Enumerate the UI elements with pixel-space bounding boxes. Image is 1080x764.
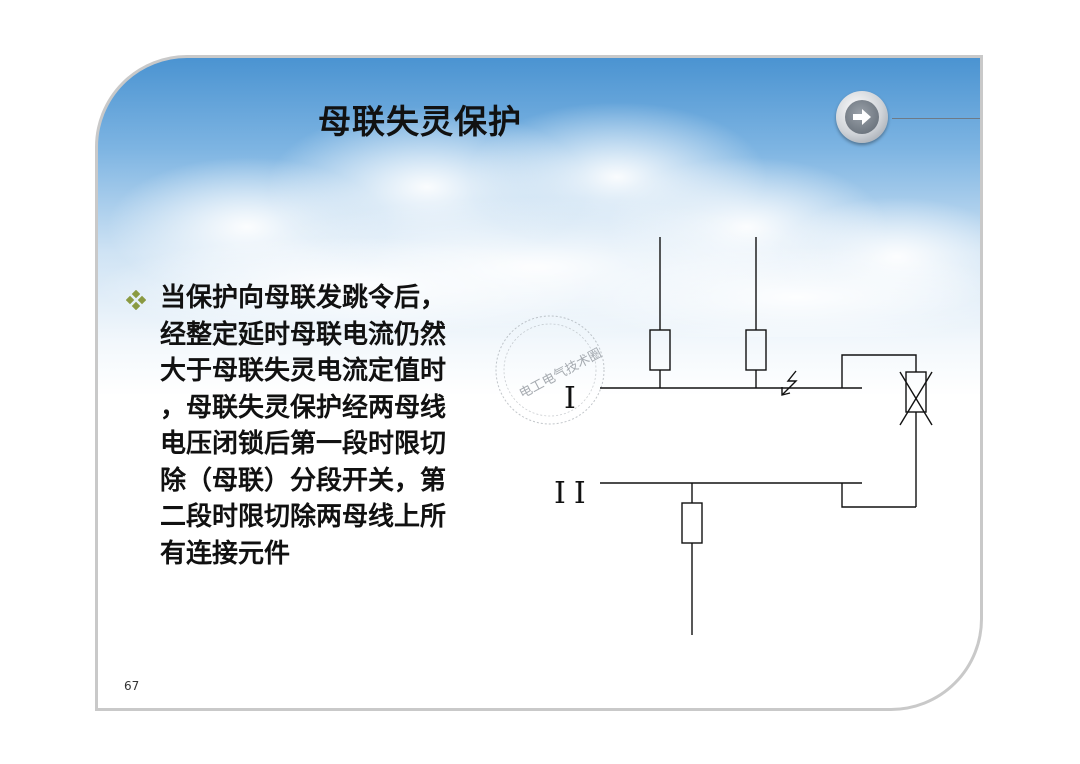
bus-ii-label: II xyxy=(554,476,594,511)
feeder-breaker-3 xyxy=(681,502,703,544)
bus-i-label: I xyxy=(564,381,576,416)
feeder-breaker-1 xyxy=(649,329,671,371)
bullet-paragraph: 当保护向母联发跳令后， 经整定延时母联电流仍然 大于母联失灵电流定值时 ，母联失… xyxy=(126,280,516,572)
page-number: 67 xyxy=(124,679,140,693)
watermark-stamp: 电工电气技术圈 xyxy=(495,315,605,425)
bullet-text: 当保护向母联发跳令后， 经整定延时母联电流仍然 大于母联失灵电流定值时 ，母联失… xyxy=(160,283,447,569)
nav-divider-line xyxy=(892,118,980,119)
arrow-right-icon xyxy=(853,109,871,125)
bus-coupler-breaker xyxy=(905,371,927,413)
cloud-background xyxy=(97,102,981,337)
diamond-bullet-icon xyxy=(126,290,146,310)
next-slide-button[interactable] xyxy=(836,91,888,143)
feeder-breaker-2 xyxy=(745,329,767,371)
fault-symbol xyxy=(781,370,798,396)
slide-background xyxy=(97,57,981,709)
bus-coupler-diagram: I II xyxy=(554,237,933,635)
slide-title: 母联失灵保护 xyxy=(318,102,522,141)
